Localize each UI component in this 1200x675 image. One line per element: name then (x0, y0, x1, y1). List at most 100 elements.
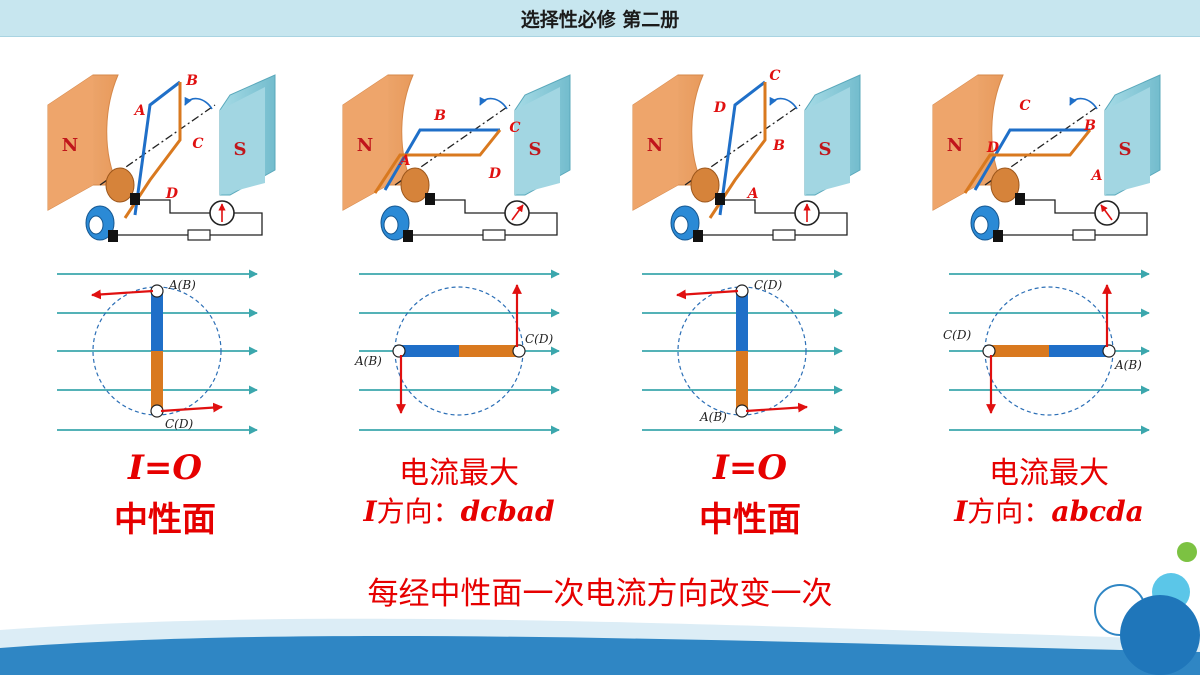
coil-label-p3: C (192, 136, 203, 152)
bottom-wave-decoration (0, 542, 1200, 675)
diagram-label-left: A(B) (354, 354, 382, 368)
coil-side-orange (373, 129, 502, 194)
brush-1 (715, 193, 725, 205)
brush-1 (425, 193, 435, 205)
slip-ring-hole (88, 215, 104, 235)
magnet-n-face (343, 75, 388, 210)
magnet-s-face (220, 87, 265, 195)
cross-section-diagram: A(B)C(D) (57, 269, 258, 435)
wire-top (1025, 199, 1095, 214)
brush-1 (130, 193, 140, 205)
slip-ring-copper (105, 167, 135, 203)
coil-label-p1: B (433, 108, 446, 124)
magnet-s-label: S (234, 139, 247, 160)
rotation-arrow (769, 96, 798, 110)
diagram-label-right: A(B) (1114, 358, 1142, 372)
direction-value: abcda (1051, 495, 1144, 528)
coil-bar-left (399, 345, 459, 357)
coil-label-p3: A (1090, 168, 1103, 184)
magnet-s-label: S (529, 139, 542, 160)
brush-2 (403, 230, 413, 242)
coil-label-p4: A (746, 186, 759, 202)
cross-section-diagram: C(D) A(B) (943, 269, 1150, 435)
slip-ring-copper (690, 167, 720, 203)
magnet-s-label: S (819, 139, 832, 160)
coil-bar-right (1049, 345, 1109, 357)
brush-2 (108, 230, 118, 242)
coil-label-p1: C (1019, 98, 1030, 114)
magnet-s-face (515, 87, 560, 195)
coil-label-p1: D (713, 100, 727, 116)
current-symbol: I (363, 495, 377, 528)
resistor (187, 229, 211, 241)
current-symbol: I (954, 495, 968, 528)
diagram-label-top: C(D) (754, 278, 782, 292)
coil-label-p3: B (772, 138, 785, 154)
coil-label-p2: D (986, 140, 1000, 156)
force-arrow-top (676, 289, 739, 300)
conductor-left (392, 344, 406, 358)
conductor-right (1102, 344, 1116, 358)
summary-text: 每经中性面一次电流方向改变一次 (367, 576, 833, 612)
coil-bar-top (736, 291, 748, 351)
coil-side-orange (963, 129, 1092, 194)
cross-section-diagram: A(B)C(D) (354, 269, 560, 435)
rotation-arrow (1069, 96, 1098, 110)
coil-label-p2: B (185, 73, 198, 89)
caption-line2-panel-4: I方向：abcda (919, 490, 1179, 530)
brush-1 (1015, 193, 1025, 205)
diagram-label-bottom: A(B) (699, 410, 727, 424)
force-arrow-bottom (160, 402, 223, 413)
coil-bar-top (151, 291, 163, 351)
coil-bar-bottom (151, 351, 163, 411)
resistor (482, 229, 506, 241)
brush-2 (993, 230, 1003, 242)
coil-label-p2: A (398, 153, 411, 169)
magnet-s-label: S (1119, 139, 1132, 160)
resistor (772, 229, 796, 241)
direction-value: dcbad (460, 495, 555, 528)
force-arrow-top (91, 289, 154, 300)
header-bar: 选择性必修 第二册 (0, 0, 1200, 37)
direction-text: 方向： (967, 495, 1052, 528)
slip-ring-copper (400, 167, 430, 203)
slip-ring-copper (990, 167, 1020, 203)
coil-bar-left (989, 345, 1049, 357)
magnet-n-label: N (62, 135, 78, 156)
wire-top (725, 199, 795, 214)
caption-line1-panel-4: 电流最大 (989, 456, 1109, 491)
diagram-label-left: C(D) (943, 328, 971, 342)
magnet-n-label: N (357, 135, 373, 156)
wire-top (140, 199, 210, 214)
magnet-s-face (805, 87, 850, 195)
brush-2 (693, 230, 703, 242)
coil-label-p2: C (769, 68, 780, 84)
header-title: 选择性必修 第二册 (520, 9, 680, 31)
magnet-n-face (48, 75, 93, 210)
caption-line2-panel-1: 中性面 (114, 500, 216, 540)
coil-side-blue (383, 128, 500, 191)
conductor-left (982, 344, 996, 358)
cross-section-diagram: C(D) A(B) (642, 269, 843, 435)
wire-right (795, 212, 848, 236)
coil-side-blue (973, 128, 1090, 191)
slip-ring-hole (383, 215, 399, 235)
magnet-n-face (933, 75, 978, 210)
conductor-right (512, 344, 526, 358)
coil-label-p4: D (165, 186, 179, 202)
caption-line1-panel-1: I=O (127, 448, 202, 488)
rotation-arrow (184, 96, 213, 110)
wire-right (1095, 212, 1148, 236)
magnet-n-face (633, 75, 678, 210)
coil-side-blue (133, 80, 181, 216)
rotation-arrow (479, 96, 508, 110)
